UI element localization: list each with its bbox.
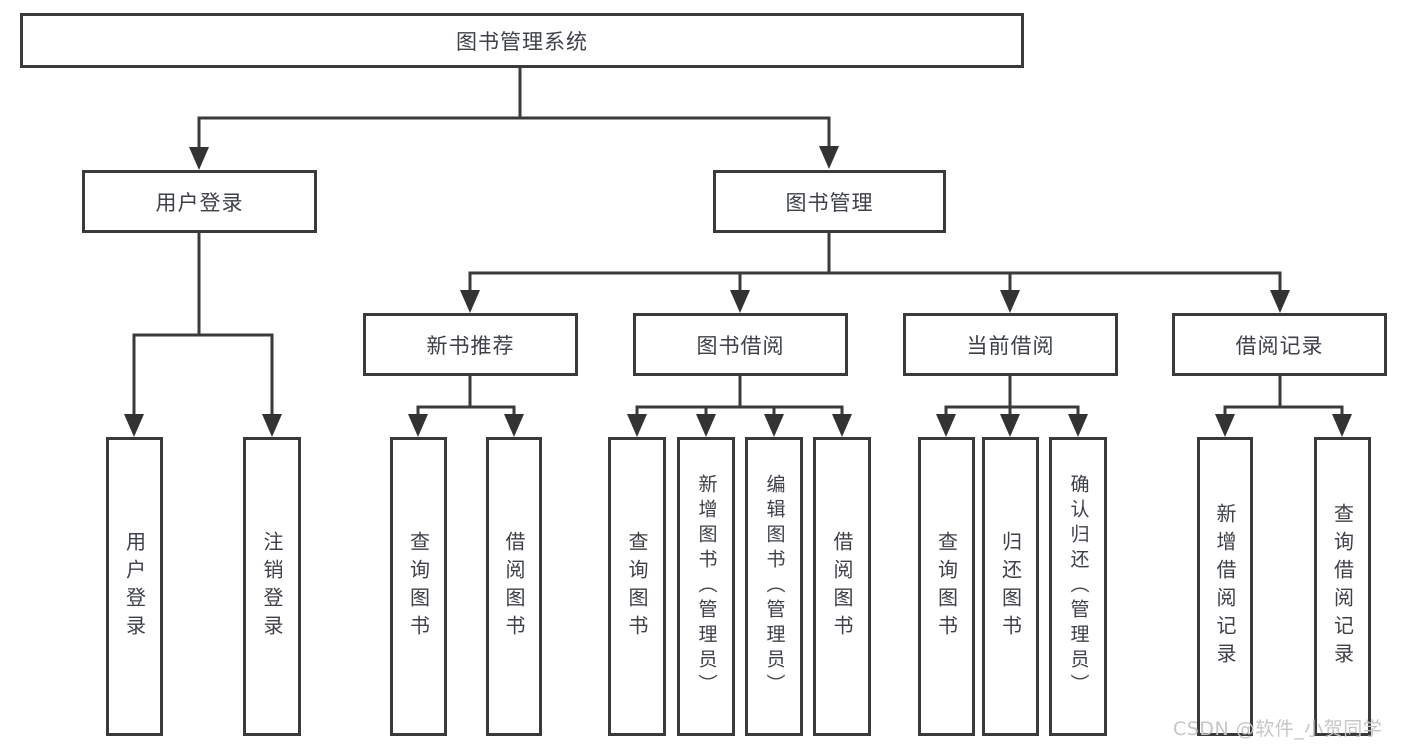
leaf-add-book-admin: 新增图书（管理员） [677, 437, 735, 736]
leaf-query-borrow-record-label: 查询借阅记录 [1330, 502, 1355, 671]
leaf-return-book: 归还图书 [982, 437, 1039, 736]
leaf-borrow-book-recommend: 借阅图书 [486, 437, 542, 736]
arrowheads [124, 146, 1352, 437]
node-current-borrow-label: 当前借阅 [966, 333, 1055, 358]
leaf-user-login-label: 用户登录 [122, 530, 147, 643]
leaf-borrow-book-label: 借阅图书 [830, 530, 854, 643]
node-new-book-recommend-label: 新书推荐 [426, 333, 515, 358]
leaf-query-book-current-label: 查询图书 [934, 530, 959, 643]
leaf-query-book-recommend: 查询图书 [390, 437, 447, 736]
leaf-user-login: 用户登录 [106, 437, 163, 736]
leaf-query-book-current: 查询图书 [918, 437, 975, 736]
leaf-logout: 注销登录 [243, 437, 301, 736]
node-user-login-label: 用户登录 [155, 190, 244, 215]
node-book-management-label: 图书管理 [785, 190, 874, 215]
node-borrow-record-label: 借阅记录 [1235, 333, 1324, 358]
leaf-query-book-borrow: 查询图书 [608, 437, 666, 736]
leaf-logout-label: 注销登录 [260, 530, 284, 643]
leaf-query-book-borrow-label: 查询图书 [625, 530, 649, 643]
leaf-borrow-book-recommend-label: 借阅图书 [502, 530, 526, 643]
leaf-edit-book-admin-label: 编辑图书（管理员） [763, 474, 786, 699]
node-book-borrow: 图书借阅 [633, 313, 848, 376]
node-user-login: 用户登录 [82, 170, 317, 233]
leaf-edit-book-admin: 编辑图书（管理员） [745, 437, 803, 736]
node-library-system-label: 图书管理系统 [456, 29, 588, 54]
leaf-return-book-label: 归还图书 [998, 530, 1023, 643]
leaf-query-borrow-record: 查询借阅记录 [1314, 437, 1371, 736]
leaf-add-borrow-record-label: 新增借阅记录 [1213, 502, 1237, 671]
leaf-confirm-return-admin: 确认归还（管理员） [1049, 437, 1107, 736]
leaf-add-borrow-record: 新增借阅记录 [1197, 437, 1253, 736]
leaf-add-book-admin-label: 新增图书（管理员） [695, 474, 718, 699]
leaf-borrow-book: 借阅图书 [813, 437, 871, 736]
node-new-book-recommend: 新书推荐 [363, 313, 578, 376]
node-library-system: 图书管理系统 [20, 13, 1024, 68]
node-book-borrow-label: 图书借阅 [696, 333, 785, 358]
csdn-watermark: CSDN @软件_小贺同学 [1173, 718, 1383, 740]
leaf-query-book-recommend-label: 查询图书 [406, 530, 431, 643]
leaf-confirm-return-admin-label: 确认归还（管理员） [1067, 474, 1090, 699]
node-current-borrow: 当前借阅 [903, 313, 1118, 376]
node-book-management: 图书管理 [713, 170, 946, 233]
node-borrow-record: 借阅记录 [1172, 313, 1387, 376]
